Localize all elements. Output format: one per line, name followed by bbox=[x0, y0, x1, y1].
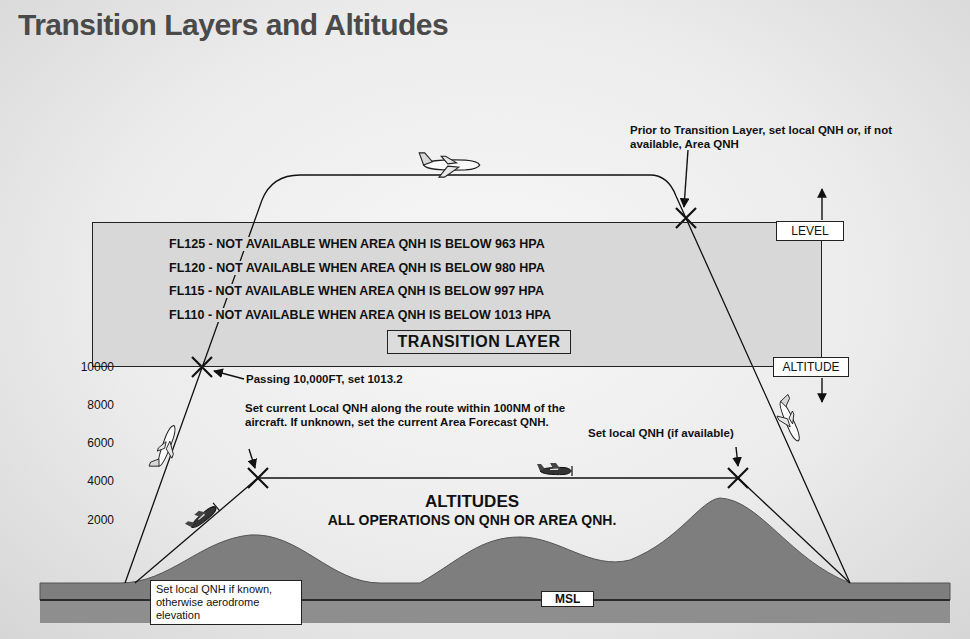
axis-number: 8000 bbox=[58, 398, 114, 412]
box-text: Set local QNH if known, otherwise aerodr… bbox=[156, 583, 296, 622]
axis-number: 10000 bbox=[58, 360, 114, 374]
region-subheading: ALL OPERATIONS ON QNH OR AREA QNH. bbox=[328, 512, 617, 529]
region-heading: ALTITUDES bbox=[425, 492, 519, 512]
box-text: FL125 - NOT AVAILABLE WHEN AREA QNH IS B… bbox=[166, 237, 548, 251]
level-box: LEVEL bbox=[776, 221, 843, 241]
callout-note: Set local QNH (if available) bbox=[588, 427, 734, 441]
box-text: FL120 - NOT AVAILABLE WHEN AREA QNH IS B… bbox=[166, 261, 548, 275]
callout-note: Passing 10,000FT, set 1013.2 bbox=[246, 373, 403, 387]
box-text: TRANSITION LAYER bbox=[398, 333, 561, 351]
box-text: FL115 - NOT AVAILABLE WHEN AREA QNH IS B… bbox=[166, 284, 547, 298]
box-text: ALTITUDE bbox=[782, 360, 839, 374]
diagram-title: Transition Layers and Altitudes bbox=[18, 8, 448, 42]
altitude-box: ALTITUDE bbox=[773, 357, 848, 377]
axis-number: 2000 bbox=[58, 513, 114, 527]
note-box: Set local QNH if known, otherwise aerodr… bbox=[150, 580, 302, 625]
box-text: FL110 - NOT AVAILABLE WHEN AREA QNH IS B… bbox=[166, 308, 554, 322]
box-text: LEVEL bbox=[791, 224, 828, 238]
msl-box: MSL bbox=[541, 591, 594, 607]
layer-label-box: TRANSITION LAYER bbox=[387, 330, 572, 354]
callout-note: Set current Local QNH along the route wi… bbox=[245, 402, 590, 430]
axis-number: 4000 bbox=[58, 474, 114, 488]
box-text: MSL bbox=[555, 592, 580, 606]
axis-number: 6000 bbox=[58, 436, 114, 450]
callout-note: Prior to Transition Layer, set local QNH… bbox=[630, 124, 900, 152]
transition-band: FL125 - NOT AVAILABLE WHEN AREA QNH IS B… bbox=[92, 222, 822, 367]
